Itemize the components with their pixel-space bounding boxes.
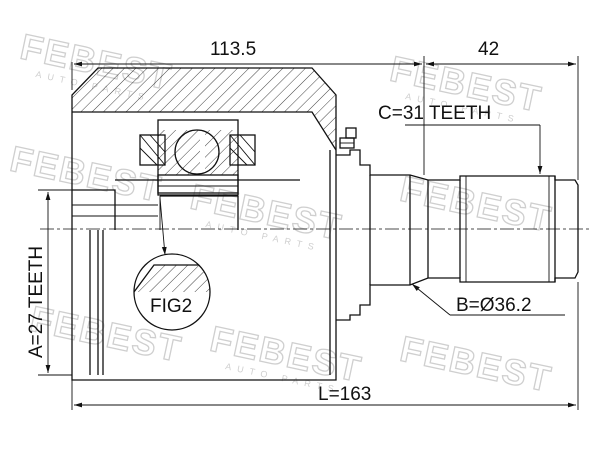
- dim-shaft-diameter: B=Ø36.2: [456, 295, 532, 316]
- dimension-lines: [38, 56, 579, 410]
- watermark-brand: FEBEST: [7, 138, 166, 210]
- dim-outer-length: 113.5: [210, 39, 256, 60]
- fig2-detail: FIG2: [133, 197, 211, 331]
- dim-outer-teeth: C=31 TEETH: [378, 103, 491, 124]
- watermark-brand: FEBEST: [397, 328, 556, 400]
- inner-cage: [115, 119, 300, 230]
- housing: [71, 67, 337, 381]
- stub-shaft: [336, 127, 579, 321]
- fig2-label: FIG2: [150, 296, 192, 317]
- dim-inner-teeth: A=27 TEETH: [26, 246, 47, 358]
- dim-total-length: L=163: [318, 384, 371, 405]
- dim-spline-length: 42: [478, 39, 499, 60]
